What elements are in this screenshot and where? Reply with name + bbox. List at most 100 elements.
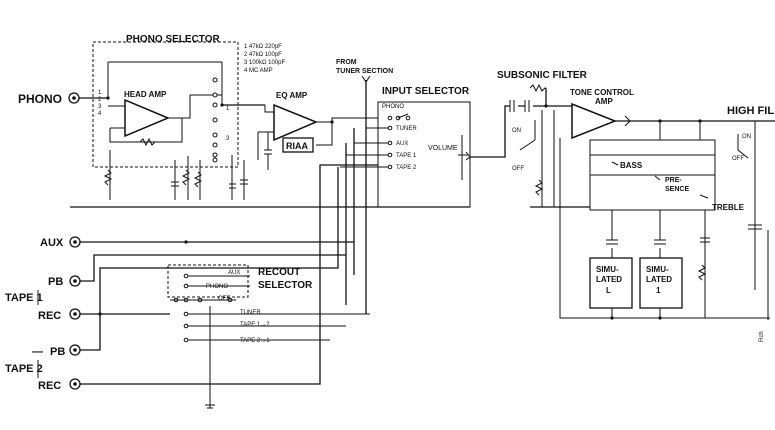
from-tuner-label-2: TUNER SECTION — [336, 68, 393, 75]
tape1-pb-jack — [69, 275, 81, 287]
sim-r-label-1: SIMU- — [646, 265, 669, 274]
sim-r-label-3: 1 — [656, 286, 661, 295]
recout-label-1: RECOUT — [258, 267, 300, 278]
recout-opt-phono: PHONO — [206, 284, 228, 290]
sw-num-2: 2 — [98, 97, 102, 103]
high-on-label: ON — [742, 134, 751, 140]
phono-opt-2: 2 47kΩ 100pF — [244, 52, 282, 58]
phono-jack — [68, 92, 80, 104]
simulated-l-box — [589, 257, 633, 309]
recout-wires — [170, 275, 370, 409]
head-amp-wires — [108, 94, 222, 143]
sim-l-label-2: LATED — [596, 275, 622, 284]
eq-amp-triangle — [273, 103, 318, 142]
head-amp-label: HEAD AMP — [124, 90, 167, 99]
junction-dots — [98, 96, 702, 320]
recout-opt-tape21: TAPE 2→1 — [240, 338, 270, 344]
recout-label-2: SELECTOR — [258, 280, 313, 291]
subsonic-filter-label: SUBSONIC FILTER — [497, 70, 588, 81]
subsonic-wires — [504, 88, 560, 130]
riaa-network-box — [282, 137, 314, 153]
tuner-feed-wires — [345, 80, 367, 305]
tone-amp-triangle — [571, 102, 618, 140]
sim-r-label-2: LATED — [646, 275, 672, 284]
simulated-r-box — [639, 257, 683, 309]
input-opt-phono: PHONO — [382, 104, 404, 110]
tape1-rec-jack — [69, 308, 81, 320]
input-opt-tape2: TAPE 2 — [396, 165, 417, 171]
tape1-rec-label: REC — [38, 310, 61, 322]
sw2-num-1: 1 — [226, 106, 230, 112]
recout-opt-aux: AUX — [228, 270, 240, 276]
input-selector-options: PHONO TUNER AUX TAPE 1 TAPE 2 — [382, 104, 417, 171]
tone-pot-wipers[interactable] — [611, 161, 709, 199]
eq-amp-label: EQ AMP — [276, 91, 308, 100]
high-off-label: OFF — [732, 156, 744, 162]
head-amp-triangle — [124, 98, 170, 138]
volume-pot — [458, 135, 471, 180]
tone-network-wires — [559, 121, 715, 215]
subsonic-off-label: OFF — [512, 166, 524, 172]
subsonic-switch[interactable] — [519, 120, 536, 151]
bass-label: BASS — [620, 161, 643, 170]
phono-opt-4: 4 MC AMP — [244, 68, 273, 74]
phono-opt-3: 3 100kΩ 100pF — [244, 60, 286, 66]
subsonic-resistor — [529, 83, 546, 93]
high-filter-label: HIGH FIL — [727, 105, 774, 117]
tape1-label: TAPE 1 — [5, 292, 43, 304]
presence-label-2: SENCE — [665, 186, 689, 193]
tape1-wires — [80, 254, 346, 315]
tape2-label: TAPE 2 — [5, 363, 43, 375]
aux-label: AUX — [40, 237, 64, 249]
tape2-pb-jack — [69, 344, 81, 356]
tape2-rec-jack — [69, 378, 81, 390]
input-opt-aux: AUX — [396, 141, 408, 147]
recout-opt-off: OFF — [218, 296, 230, 302]
tone-amp-wires — [560, 105, 775, 122]
phono-opt-1: 1 47kΩ 220pF — [244, 44, 282, 50]
subsonic-caps — [509, 100, 530, 112]
tape2-pb-label-dash: — — [32, 346, 43, 358]
from-tuner-label-1: FROM — [336, 59, 357, 66]
input-opt-tape1: TAPE 1 — [396, 153, 417, 159]
phono-selector-options: 1 47kΩ 220pF 2 47kΩ 100pF 3 100kΩ 100pF … — [244, 44, 286, 74]
high-filter-switch[interactable] — [737, 121, 769, 320]
phono-caps — [171, 179, 248, 189]
phono-resistors — [181, 169, 203, 188]
tape2-wires — [80, 164, 378, 385]
tape2-pb-label: PB — [50, 346, 65, 358]
volume-out-wire — [470, 130, 506, 158]
tape1-pb-label: PB — [48, 276, 63, 288]
phono-input-label: PHONO — [18, 92, 62, 106]
input-bias-resistor — [103, 150, 113, 200]
tuner-arrow — [361, 75, 371, 83]
tone-amp-label-1: TONE CONTROL — [570, 88, 634, 97]
recout-opt-tape12: TAPE 1→2 — [240, 322, 270, 328]
eq-cap — [264, 132, 272, 170]
tone-caps — [606, 237, 710, 245]
subsonic-on-label: ON — [512, 128, 521, 134]
input-opt-tuner: TUNER — [396, 126, 417, 132]
rch-label: Rch — [759, 331, 765, 342]
recout-opt-tuner: TUNER — [240, 310, 261, 316]
presence-label-1: PRE- — [665, 177, 682, 184]
phono-switch-contacts — [212, 77, 218, 163]
tape2-rec-label: REC — [38, 380, 61, 392]
sw-num-1: 1 — [98, 90, 102, 96]
phono-bypass-wire — [107, 61, 223, 105]
subsonic-ground-legs — [534, 110, 555, 207]
riaa-label: RIAA — [286, 141, 308, 151]
head-amp-feedback-resistor — [139, 137, 156, 147]
input-selector-label: INPUT SELECTOR — [382, 86, 470, 97]
sw2-num-3: 3 — [226, 136, 230, 142]
sw-num-4: 4 — [98, 111, 102, 117]
input-selector-wires — [340, 113, 409, 168]
eq-amp-wires — [257, 105, 378, 160]
sim-l-label-1: SIMU- — [596, 265, 619, 274]
aux-jack — [69, 236, 81, 248]
recout-selector-box — [167, 264, 249, 298]
recout-options: AUX PHONO OFF TUNER TAPE 1→2 TAPE 2→1 — [206, 270, 270, 344]
treble-resistor — [697, 264, 707, 281]
tone-arrow — [624, 115, 631, 127]
